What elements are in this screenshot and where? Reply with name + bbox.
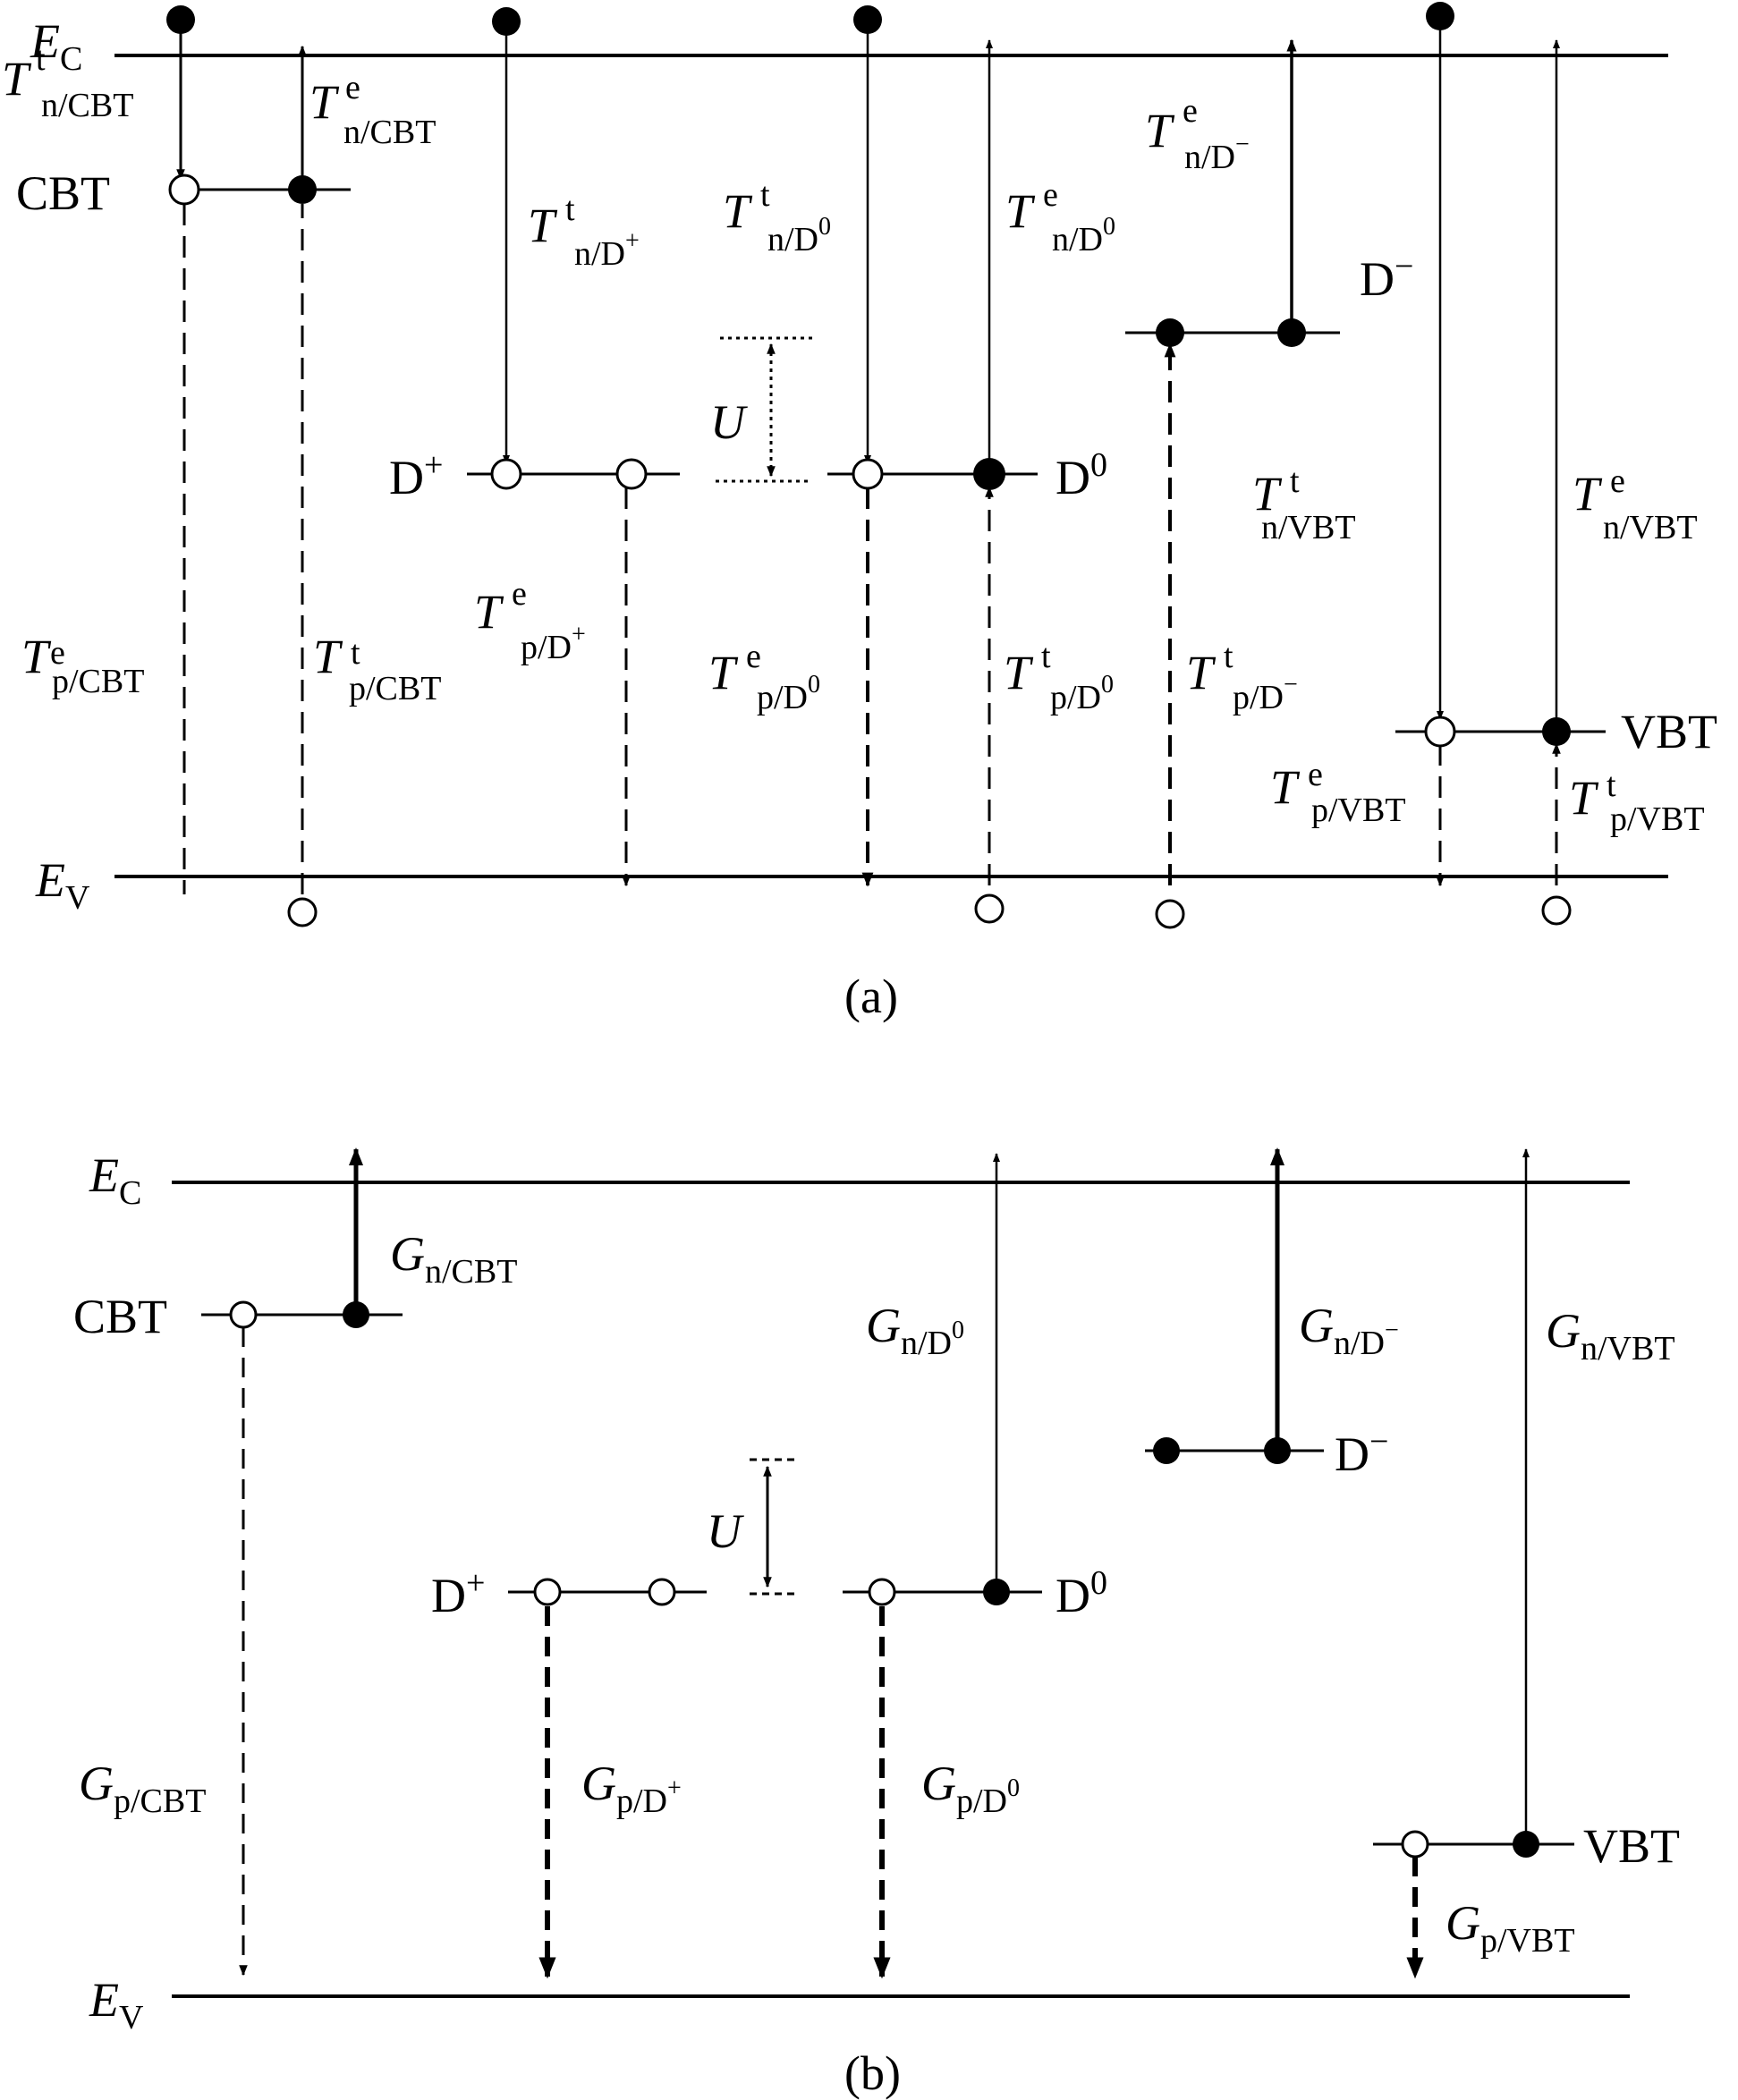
panel-b: EC EV CBT D+ D0 D− VBT U Gn/CBT Gn/D0 Gn… (73, 1147, 1680, 2100)
ec-label-a: EC (30, 14, 82, 78)
ev-label-a: EV (35, 853, 90, 917)
dzero-filled-state-b (983, 1579, 1010, 1605)
vbt-label-a: VBT (1621, 705, 1717, 758)
vbt-empty-state-b (1401, 1830, 1429, 1859)
gn-cbt-label: Gn/CBT (390, 1227, 517, 1291)
cbt-label-a: CBT (16, 166, 110, 220)
vbt-filled-state-a (1542, 717, 1571, 746)
dzero-empty-state-a (852, 458, 884, 490)
caption-a: (a) (844, 970, 898, 1023)
electron-a-1 (166, 5, 195, 34)
hole-a-2 (974, 893, 1005, 924)
gp-cbt-label: Gp/CBT (79, 1757, 206, 1820)
ev-label-b: EV (89, 1973, 144, 2036)
dplus-empty-state-b-1 (533, 1578, 562, 1606)
dplus-empty-state-a-1 (490, 458, 522, 490)
dzero-filled-state-a (973, 458, 1005, 490)
dplus-empty-state-b-2 (648, 1578, 676, 1606)
gn-vbt-label: Gn/VBT (1546, 1304, 1675, 1368)
dzero-label-a: D0 (1056, 446, 1107, 504)
hole-a-1 (287, 897, 318, 927)
dzero-empty-state-b (868, 1578, 896, 1606)
hole-a-3 (1155, 899, 1185, 929)
dzero-label-b: D0 (1056, 1564, 1107, 1622)
cbt-empty-state-b (229, 1300, 258, 1329)
ec-label-b: EC (89, 1148, 141, 1212)
electron-a-4 (1426, 2, 1454, 30)
gp-dzero-label: Gp/D0 (921, 1757, 1020, 1820)
gn-dminus-label: Gn/D− (1299, 1299, 1399, 1362)
hole-a-4 (1541, 895, 1572, 926)
u-label-b: U (707, 1504, 744, 1558)
gn-dzero-label: Gn/D0 (866, 1299, 964, 1362)
u-label-a: U (710, 395, 748, 449)
dminus-filled-state-a-1 (1156, 318, 1184, 347)
cbt-label-b: CBT (73, 1290, 167, 1343)
dplus-empty-state-a-2 (615, 458, 648, 490)
vbt-label-b: VBT (1583, 1819, 1680, 1873)
cbt-empty-state-a (168, 174, 200, 206)
dminus-label-a: D− (1360, 248, 1413, 306)
caption-b: (b) (844, 2046, 901, 2100)
dminus-label-b: D− (1335, 1423, 1388, 1481)
dminus-filled-state-b-2 (1264, 1437, 1291, 1464)
dplus-label-a: D+ (389, 446, 443, 504)
vbt-filled-state-b (1513, 1831, 1539, 1858)
dminus-filled-state-a-2 (1277, 318, 1306, 347)
cbt-filled-state-b (343, 1301, 369, 1328)
electron-a-3 (853, 5, 882, 34)
dminus-filled-state-b-1 (1153, 1437, 1180, 1464)
gp-vbt-label: Gp/VBT (1446, 1896, 1575, 1960)
vbt-empty-state-a (1424, 716, 1456, 748)
gp-dplus-label: Gp/D+ (581, 1757, 682, 1820)
cbt-filled-state-a (288, 175, 317, 204)
dplus-label-b: D+ (431, 1564, 485, 1622)
electron-a-2 (492, 7, 521, 36)
